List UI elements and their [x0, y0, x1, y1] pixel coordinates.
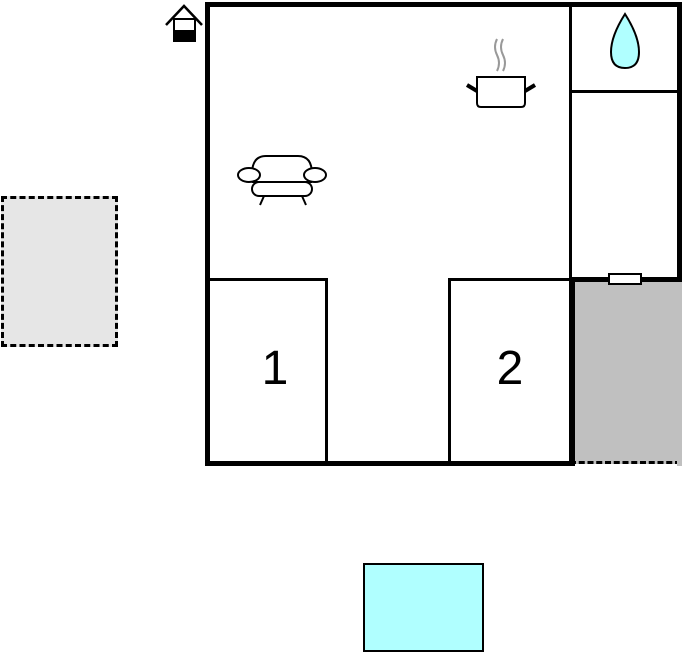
water-drop-icon: [609, 12, 641, 70]
pool-area: [363, 563, 484, 652]
bedroom-1-label: 1: [261, 342, 289, 395]
house-entrance-icon: [165, 4, 203, 42]
covered-terrace-left-wall: [570, 279, 575, 466]
bedroom-2-label: 2: [496, 342, 524, 395]
bedroom-2[interactable]: [448, 278, 572, 466]
bathroom-bottom-wall: [569, 90, 682, 93]
terrace-door[interactable]: [608, 273, 642, 285]
column-divider-wall: [569, 2, 572, 466]
cooking-pot-icon: [465, 38, 537, 108]
house-outline: [205, 2, 682, 466]
sofa-icon: [237, 155, 327, 206]
right-wall-mask: [677, 282, 682, 466]
terrace-area: [1, 196, 118, 347]
house-bottom-wall: [205, 461, 574, 466]
bedroom-1[interactable]: [205, 278, 328, 466]
